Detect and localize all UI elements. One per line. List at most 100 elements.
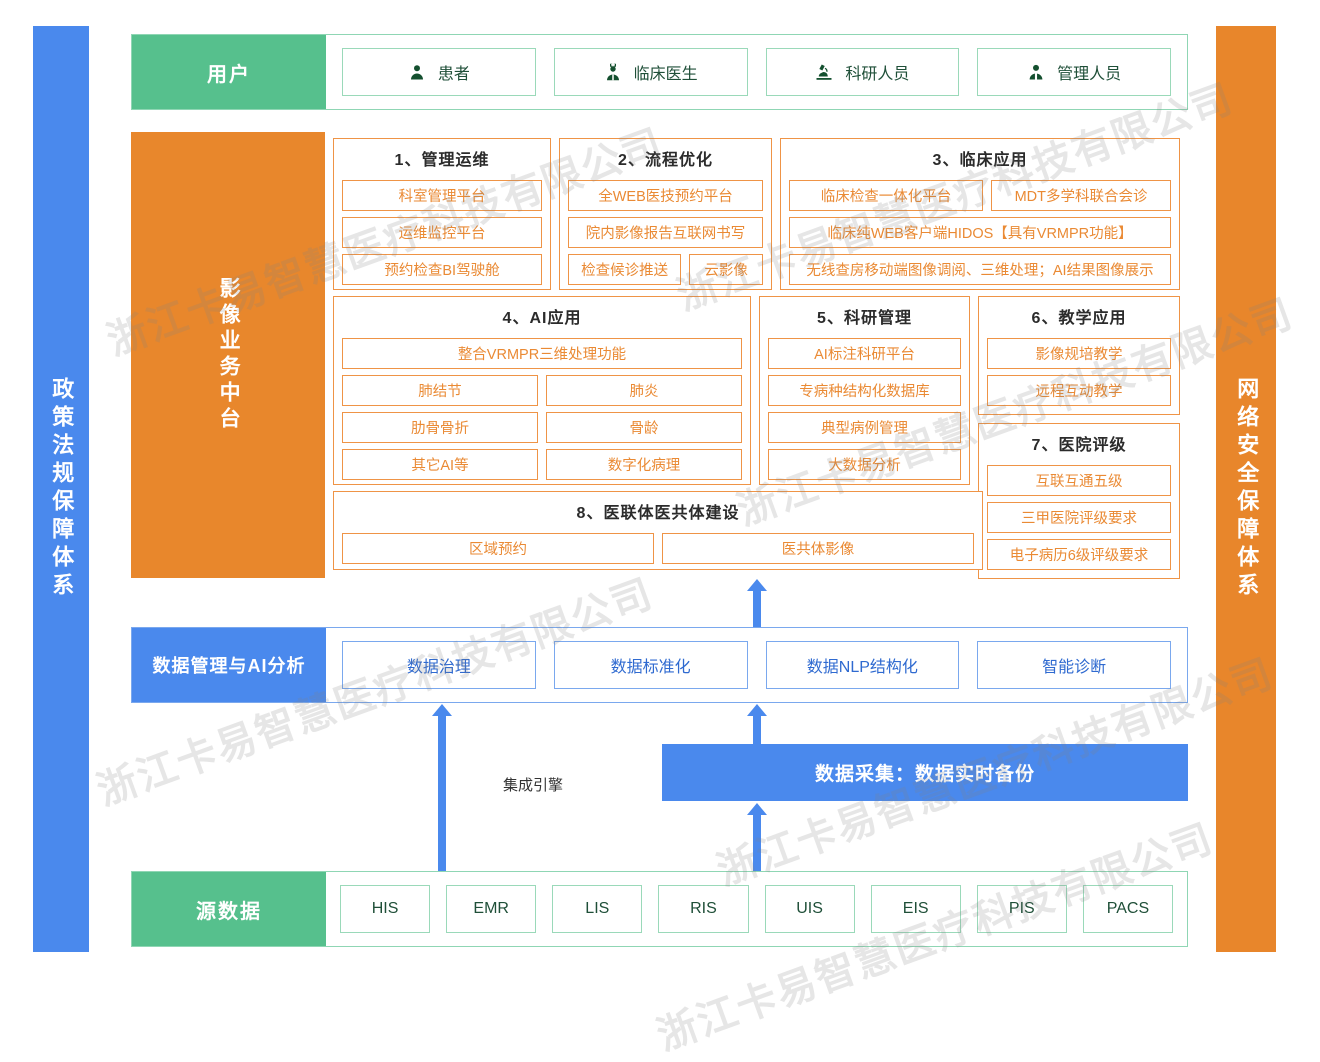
- user-chip-patient[interactable]: 患者: [342, 48, 536, 96]
- group-row: 电子病历6级评级要求: [987, 539, 1171, 570]
- group-cell[interactable]: 大数据分析: [768, 449, 961, 480]
- group-cell[interactable]: 运维监控平台: [342, 217, 542, 248]
- group-row: 区域预约 医共体影像: [342, 533, 974, 564]
- source-chip-emr[interactable]: EMR: [446, 885, 537, 933]
- group-title: 1、管理运维: [394, 152, 490, 169]
- group-row-top: 1、管理运维 科室管理平台 运维监控平台 预约检查BI驾驶舱 2、流程优化 全W…: [333, 138, 1180, 290]
- user-chip-list: 患者 临床医生 科研人员 管理人员: [326, 35, 1187, 109]
- group-management-ops: 1、管理运维 科室管理平台 运维监控平台 预约检查BI驾驶舱: [333, 138, 551, 290]
- source-chip-uis[interactable]: UIS: [764, 885, 855, 933]
- group-hospital-rating: 7、医院评级 互联互通五级 三甲医院评级要求 电子病历6级评级要求: [978, 423, 1180, 579]
- microscope-icon: [815, 63, 833, 81]
- group-cell[interactable]: 肺炎: [546, 375, 742, 406]
- group-ai-application: 4、AI应用 整合VRMPR三维处理功能 肺结节 肺炎 肋骨骨折 骨龄 其它AI…: [333, 296, 751, 485]
- group-row: 影像规培教学: [987, 338, 1171, 369]
- arrow-head-icon: [747, 704, 767, 716]
- group-cell[interactable]: 医共体影像: [662, 533, 974, 564]
- user-chip-researcher[interactable]: 科研人员: [765, 48, 960, 96]
- group-title: 7、医院评级: [1031, 437, 1127, 454]
- group-cell[interactable]: 区域预约: [342, 533, 654, 564]
- group-row: 全WEB医技预约平台: [568, 180, 763, 211]
- data-chip-list: 数据治理 数据标准化 数据NLP结构化 智能诊断: [326, 628, 1187, 702]
- group-row: 检查候诊推送 云影像: [568, 254, 763, 285]
- network-security-sidebar: 网络安全保障体系: [1216, 26, 1276, 952]
- group-cell[interactable]: 云影像: [689, 254, 763, 285]
- group-cell[interactable]: 科室管理平台: [342, 180, 542, 211]
- data-management-label: 数据管理与AI分析: [132, 628, 326, 702]
- group-cell[interactable]: 专病种结构化数据库: [768, 375, 961, 406]
- group-cell[interactable]: 骨龄: [546, 412, 742, 443]
- source-chip-lis[interactable]: LIS: [552, 885, 643, 933]
- group-row: 运维监控平台: [342, 217, 542, 248]
- user-chip-clinician[interactable]: 临床医生: [553, 48, 748, 96]
- source-chip-pacs[interactable]: PACS: [1082, 885, 1173, 933]
- group-cell[interactable]: 数字化病理: [546, 449, 742, 480]
- data-chip-nlp-structuring[interactable]: 数据NLP结构化: [765, 641, 960, 689]
- source-data-label: 源数据: [132, 872, 326, 946]
- group-row: 科室管理平台: [342, 180, 542, 211]
- group-row: 其它AI等 数字化病理: [342, 449, 742, 480]
- group-clinical-application: 3、临床应用 临床检查一体化平台 MDT多学科联合会诊 临床纯WEB客户端HID…: [780, 138, 1180, 290]
- group-cell[interactable]: 院内影像报告互联网书写: [568, 217, 763, 248]
- policy-regulation-sidebar: 政策法规保障体系: [33, 26, 89, 952]
- group-cell[interactable]: 预约检查BI驾驶舱: [342, 254, 542, 285]
- group-cell[interactable]: 互联互通五级: [987, 465, 1171, 496]
- group-cell[interactable]: 典型病例管理: [768, 412, 961, 443]
- source-data-layer: 源数据 HIS EMR LIS RIS UIS EIS PIS PACS: [131, 871, 1188, 947]
- source-chip-list: HIS EMR LIS RIS UIS EIS PIS PACS: [326, 872, 1187, 946]
- user-chip-administrator[interactable]: 管理人员: [977, 48, 1171, 96]
- group-row: 肋骨骨折 骨龄: [342, 412, 742, 443]
- group-medical-alliance: 8、医联体医共体建设 区域预约 医共体影像: [333, 491, 983, 570]
- group-cell[interactable]: 整合VRMPR三维处理功能: [342, 338, 742, 369]
- source-chip-eis[interactable]: EIS: [870, 885, 961, 933]
- group-row: 整合VRMPR三维处理功能: [342, 338, 742, 369]
- doctor-icon: [604, 63, 622, 81]
- group-cell[interactable]: 检查候诊推送: [568, 254, 682, 285]
- group-cell[interactable]: 三甲医院评级要求: [987, 502, 1171, 533]
- source-chip-pis[interactable]: PIS: [976, 885, 1067, 933]
- user-chip-label: 临床医生: [633, 66, 698, 83]
- group-row: 肺结节 肺炎: [342, 375, 742, 406]
- imaging-midplatform-layer: 影像业务中台 1、管理运维 科室管理平台 运维监控平台 预约检查BI驾驶舱: [131, 132, 1188, 579]
- arrow-data-to-midplatform: [747, 579, 767, 627]
- group-row: 院内影像报告互联网书写: [568, 217, 763, 248]
- group-cell[interactable]: 全WEB医技预约平台: [568, 180, 763, 211]
- group-row: 互联互通五级: [987, 465, 1171, 496]
- integration-engine-label: 集成引擎: [502, 777, 563, 794]
- group-cell[interactable]: 肺结节: [342, 375, 538, 406]
- source-chip-ris[interactable]: RIS: [658, 885, 749, 933]
- data-chip-governance[interactable]: 数据治理: [342, 641, 536, 689]
- data-chip-intelligent-diagnosis[interactable]: 智能诊断: [977, 641, 1171, 689]
- group-cell[interactable]: MDT多学科联合会诊: [991, 180, 1171, 211]
- group-row: 临床纯WEB客户端HIDOS【具有VRMPR功能】: [789, 217, 1171, 248]
- diagram-canvas: 政策法规保障体系 网络安全保障体系 用户 患者 临床医生: [33, 26, 1299, 1059]
- security-sidebar-label: 网络安全保障体系: [1234, 377, 1260, 601]
- midplatform-label: 影像业务中台: [131, 132, 325, 578]
- group-process-optimization: 2、流程优化 全WEB医技预约平台 院内影像报告互联网书写 检查候诊推送 云影像: [559, 138, 772, 290]
- group-cell[interactable]: 临床纯WEB客户端HIDOS【具有VRMPR功能】: [789, 217, 1171, 248]
- arrow-integration-engine: [432, 704, 452, 871]
- source-chip-his[interactable]: HIS: [340, 885, 431, 933]
- group-title: 3、临床应用: [932, 152, 1028, 169]
- group-cell[interactable]: 远程互动教学: [987, 375, 1171, 406]
- group-cell[interactable]: 无线查房移动端图像调阅、三维处理；AI结果图像展示: [789, 254, 1171, 285]
- group-row: 大数据分析: [768, 449, 961, 480]
- arrow-source-to-collect: [747, 803, 767, 871]
- user-chip-label: 患者: [437, 66, 470, 83]
- integration-connector-layer: 集成引擎 数据采集：数据实时备份: [131, 703, 1188, 871]
- group-title: 4、AI应用: [502, 310, 582, 327]
- group-title: 5、科研管理: [817, 310, 912, 327]
- group-cell[interactable]: 影像规培教学: [987, 338, 1171, 369]
- group-teaching-application: 6、教学应用 影像规培教学 远程互动教学: [978, 296, 1180, 415]
- group-column-right: 6、教学应用 影像规培教学 远程互动教学 7、医院评级 互联互通五级: [978, 296, 1180, 579]
- data-chip-standardization[interactable]: 数据标准化: [553, 641, 748, 689]
- group-cell[interactable]: 电子病历6级评级要求: [987, 539, 1171, 570]
- group-cell[interactable]: 肋骨骨折: [342, 412, 538, 443]
- midplatform-content: 1、管理运维 科室管理平台 运维监控平台 预约检查BI驾驶舱 2、流程优化 全W…: [325, 132, 1188, 579]
- group-row: 典型病例管理: [768, 412, 961, 443]
- group-row: 临床检查一体化平台 MDT多学科联合会诊: [789, 180, 1171, 211]
- group-cell[interactable]: 临床检查一体化平台: [789, 180, 984, 211]
- group-cell[interactable]: 其它AI等: [342, 449, 538, 480]
- group-cell[interactable]: AI标注科研平台: [768, 338, 961, 369]
- policy-sidebar-label: 政策法规保障体系: [49, 377, 75, 601]
